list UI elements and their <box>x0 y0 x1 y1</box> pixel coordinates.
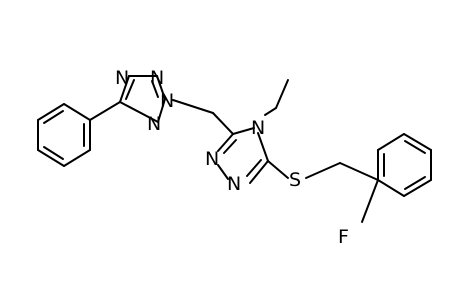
tetrazole-ring <box>119 75 166 123</box>
bond-ethyl-ch2 <box>264 107 277 116</box>
bond-triazole-sulfur <box>267 160 289 179</box>
bond-methylene-triazole <box>212 112 234 135</box>
triazole-ring <box>217 127 269 184</box>
atom-n-triazole-1: N <box>205 148 219 170</box>
bond-ethyl-ch3 <box>275 79 289 109</box>
atom-n-tetrazole-2: N <box>160 90 174 112</box>
bond-ring-fluorine <box>361 179 379 223</box>
atom-n-triazole-2: N <box>227 173 241 195</box>
atom-labels: N N N N N N N S F <box>115 67 349 248</box>
bond-sulfur-benzyl <box>305 162 341 179</box>
atom-n-triazole-4: N <box>251 117 265 139</box>
atom-fluorine: F <box>338 226 349 248</box>
phenyl-ring <box>37 103 91 167</box>
atom-n-tetrazole-1: N <box>147 113 161 135</box>
bond-benzyl-ring <box>339 162 379 181</box>
bond-phenyl-tetrazole <box>89 101 121 121</box>
atom-sulfur: S <box>289 169 301 191</box>
bond-tetrazole-methylene <box>172 99 214 114</box>
atom-n-tetrazole-3: N <box>150 67 164 89</box>
fluorophenyl-ring <box>377 133 432 197</box>
atom-n-tetrazole-4: N <box>115 67 129 89</box>
